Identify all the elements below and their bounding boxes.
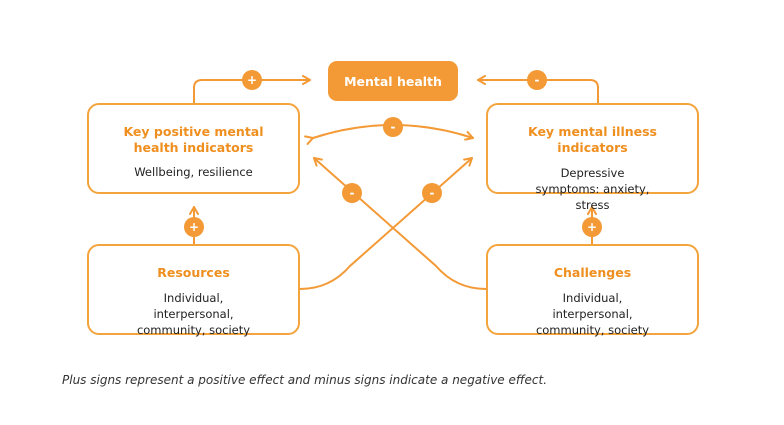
mental-health-label: Mental health <box>344 73 442 89</box>
illness-indicators-title: Key mental illness indicators <box>527 124 657 155</box>
minus-sign-resources-to-illness: - <box>422 183 442 203</box>
positive-indicators-title: Key positive mental health indicators <box>123 124 264 155</box>
mental-health-node: Mental health <box>328 61 458 101</box>
challenges-box: Challenges Individual, interpersonal, co… <box>486 244 699 337</box>
minus-sign-between-indicators: - <box>383 117 403 137</box>
resources-title: Resources <box>157 265 230 280</box>
plus-sign-positive-to-center: + <box>242 70 262 90</box>
arrow-challenges-to-positive <box>313 157 487 290</box>
positive-indicators-box: Key positive mental health indicators We… <box>87 103 300 194</box>
minus-sign-illness-to-center: - <box>527 70 547 90</box>
plus-sign-resources-to-positive: + <box>184 217 204 237</box>
resources-box: Resources Individual, interpersonal, com… <box>87 244 300 337</box>
arrow-resources-to-illness <box>299 157 473 290</box>
arrow-illness-to-center <box>477 75 599 104</box>
positive-indicators-body: Wellbeing, resilience <box>134 165 253 179</box>
diagram-caption: Plus signs represent a positive effect a… <box>62 373 548 387</box>
arrow-positive-to-center <box>193 75 311 104</box>
challenges-title: Challenges <box>553 265 632 280</box>
plus-sign-challenges-to-illness: + <box>582 217 602 237</box>
illness-indicators-box: Key mental illness indicators Depressive… <box>486 103 699 212</box>
illness-indicators-body: Depressive symptoms: anxiety, stress <box>535 166 650 212</box>
resources-body: Individual, interpersonal, community, so… <box>136 291 251 337</box>
minus-sign-challenges-to-positive: - <box>342 183 362 203</box>
challenges-body: Individual, interpersonal, community, so… <box>535 291 650 337</box>
